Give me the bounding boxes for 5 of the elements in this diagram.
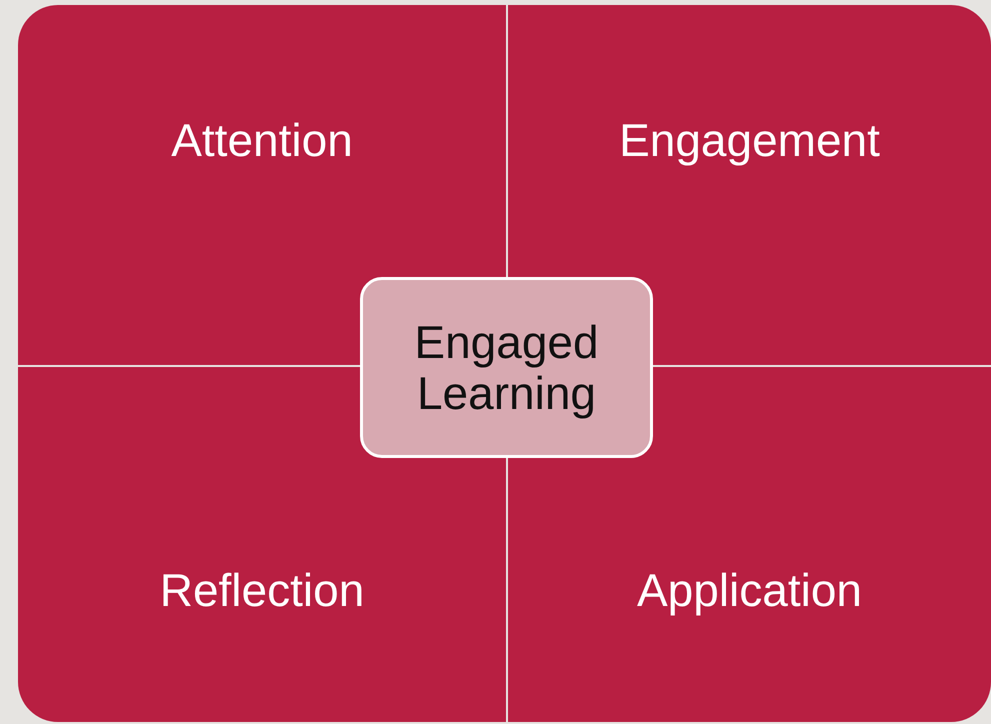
quadrant-title: Attention bbox=[171, 113, 353, 167]
quadrant-title: Reflection bbox=[160, 563, 364, 617]
quadrant-title: Application bbox=[636, 563, 862, 617]
quadrant-title: Engagement bbox=[619, 113, 880, 167]
center-box: Engaged Learning bbox=[360, 277, 653, 458]
